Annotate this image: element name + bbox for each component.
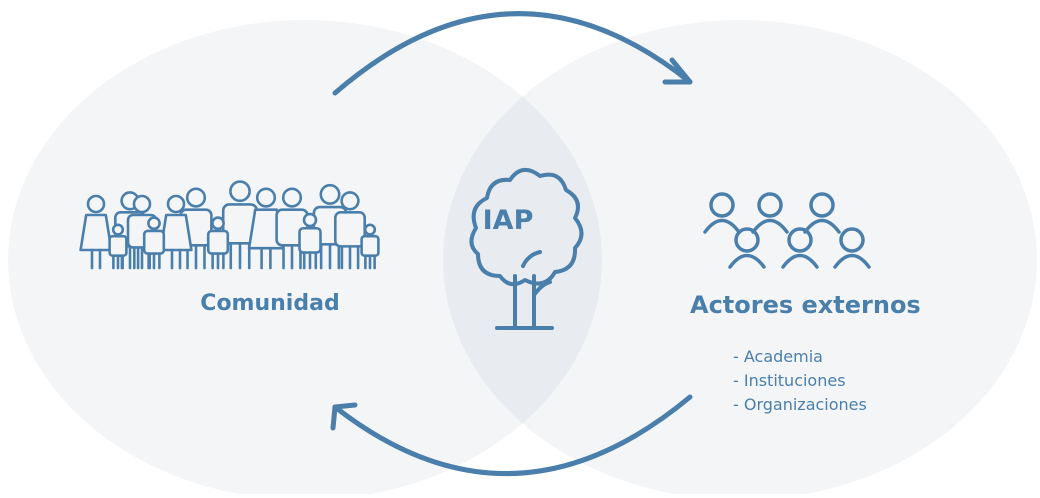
community-member-icon — [333, 191, 366, 270]
left-label: Comunidad — [200, 291, 340, 316]
community-member-icon — [142, 216, 166, 270]
person-icon — [803, 192, 841, 234]
list-item: - Instituciones — [733, 371, 846, 390]
person-icon — [703, 192, 741, 234]
person-icon — [833, 227, 871, 269]
people-group-icon — [703, 192, 871, 269]
right-items-list: - Academia - Instituciones - Organizacio… — [733, 345, 867, 417]
community-family-icon — [79, 180, 380, 270]
list-item: - Academia — [733, 347, 823, 366]
community-member-icon — [108, 223, 128, 270]
center-label: IAP — [482, 205, 534, 236]
person-icon — [751, 192, 789, 234]
person-icon — [728, 227, 766, 269]
top-flow-arrow — [332, 11, 693, 96]
community-member-icon — [298, 212, 322, 270]
list-item: - Organizaciones — [733, 395, 867, 414]
bottom-flow-arrow — [330, 394, 693, 477]
community-member-icon — [360, 223, 380, 270]
person-icon — [781, 227, 819, 269]
community-member-icon — [206, 216, 230, 270]
community-member-icon — [221, 180, 259, 270]
tree-icon — [469, 168, 584, 330]
community-member-icon — [275, 187, 309, 270]
right-label: Actores externos — [690, 291, 921, 319]
